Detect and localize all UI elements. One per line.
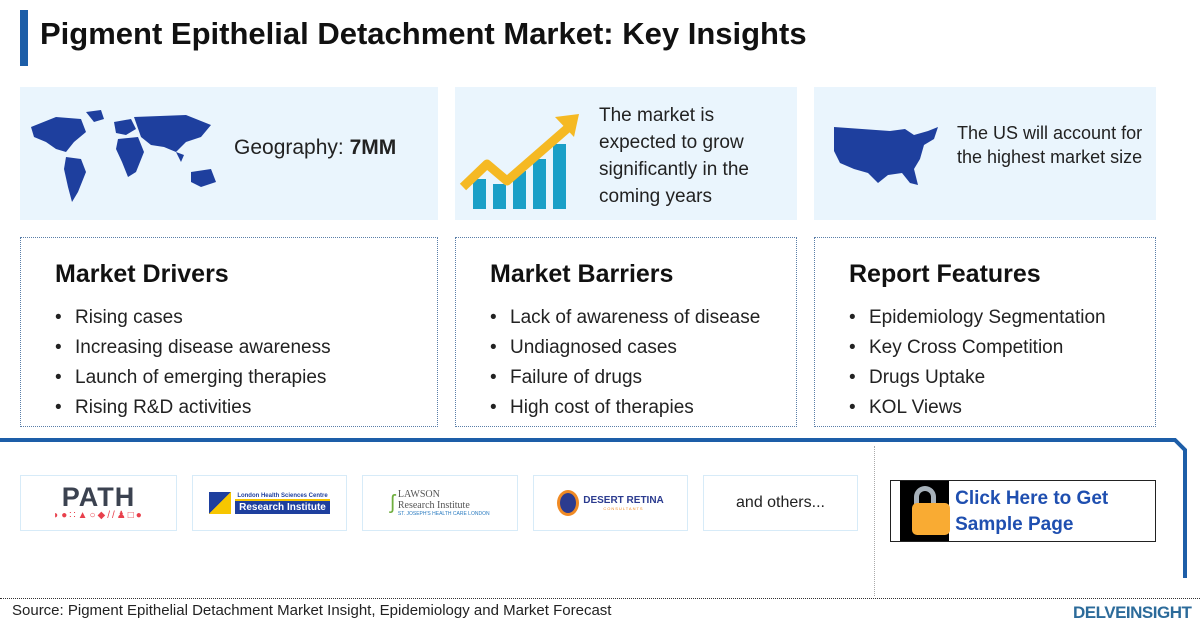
delveinsight-logo: DELVEINSIGHT — [1073, 603, 1192, 622]
us-map-icon — [834, 127, 938, 185]
lhsc-top-text: London Health Sciences Centre — [237, 492, 328, 499]
path-symbols: ◗●∷▲○◆//♟□● — [53, 510, 144, 521]
list-item: High cost of therapies — [490, 393, 796, 423]
and-others-text: and others... — [703, 475, 858, 531]
list-item: KOL Views — [849, 393, 1155, 423]
market-barriers-heading: Market Barriers — [490, 260, 674, 288]
lhsc-mark-icon — [209, 492, 232, 514]
report-features-heading: Report Features — [849, 260, 1041, 288]
list-item: Launch of emerging therapies — [55, 363, 437, 393]
eye-icon — [557, 490, 580, 516]
get-sample-page-button[interactable]: Click Here to Get Sample Page — [890, 480, 1156, 542]
path-logo-text: PATH — [61, 482, 136, 512]
list-item: Rising cases — [55, 303, 437, 333]
us-card: The US will account for the highest mark… — [814, 87, 1156, 220]
geography-text: Geography: 7MM — [234, 136, 397, 159]
market-drivers-heading: Market Drivers — [55, 260, 229, 288]
list-item: Failure of drugs — [490, 363, 796, 393]
cta-label: Click Here to Get Sample Page — [955, 488, 1109, 535]
report-features-box: Report Features Epidemiology Segmentatio… — [814, 237, 1156, 427]
source-text: Source: Pigment Epithelial Detachment Ma… — [12, 602, 612, 619]
list-item: Key Cross Competition — [849, 333, 1155, 363]
desert-text-1: DESERT RETINA — [583, 495, 664, 506]
growth-text: The market is expected to grow significa… — [599, 105, 749, 207]
market-barriers-box: Market Barriers Lack of awareness of dis… — [455, 237, 797, 427]
growth-card: The market is expected to grow significa… — [455, 87, 797, 220]
market-drivers-box: Market Drivers Rising cases Increasing d… — [20, 237, 438, 427]
list-item: Drugs Uptake — [849, 363, 1155, 393]
lawson-text-1: LAWSON — [397, 488, 440, 500]
lawson-text-3: ST. JOSEPH'S HEALTH CARE LONDON — [397, 510, 490, 517]
vertical-divider — [874, 446, 875, 596]
footer-divider — [0, 598, 1200, 599]
lawson-logo: ʃ LAWSON Research Institute ST. JOSEPH'S… — [362, 475, 518, 531]
growth-chart-icon — [459, 114, 579, 209]
lhsc-logo: London Health Sciences Centre Research I… — [192, 475, 347, 531]
lawson-leaf-icon: ʃ — [390, 491, 395, 514]
title-accent-bar — [20, 10, 28, 66]
list-item: Increasing disease awareness — [55, 333, 437, 363]
list-item: Rising R&D activities — [55, 393, 437, 423]
list-item: Lack of awareness of disease — [490, 303, 796, 333]
lawson-text-2: Research Institute — [397, 499, 470, 511]
desert-retina-logo: DESERT RETINA CONSULTANTS — [533, 475, 688, 531]
world-map-icon — [31, 110, 216, 202]
path-logo: PATH ◗●∷▲○◆//♟□● — [20, 475, 177, 531]
geography-card: Geography: 7MM — [20, 87, 438, 220]
unlocked-padlock-icon — [900, 481, 950, 541]
desert-text-2: CONSULTANTS — [603, 506, 644, 511]
page-title: Pigment Epithelial Detachment Market: Ke… — [40, 16, 807, 51]
list-item: Undiagnosed cases — [490, 333, 796, 363]
lhsc-bottom-text: Research Institute — [235, 498, 330, 514]
section-divider — [0, 438, 1187, 578]
us-text: The US will account for the highest mark… — [957, 123, 1143, 167]
list-item: Epidemiology Segmentation — [849, 303, 1155, 333]
